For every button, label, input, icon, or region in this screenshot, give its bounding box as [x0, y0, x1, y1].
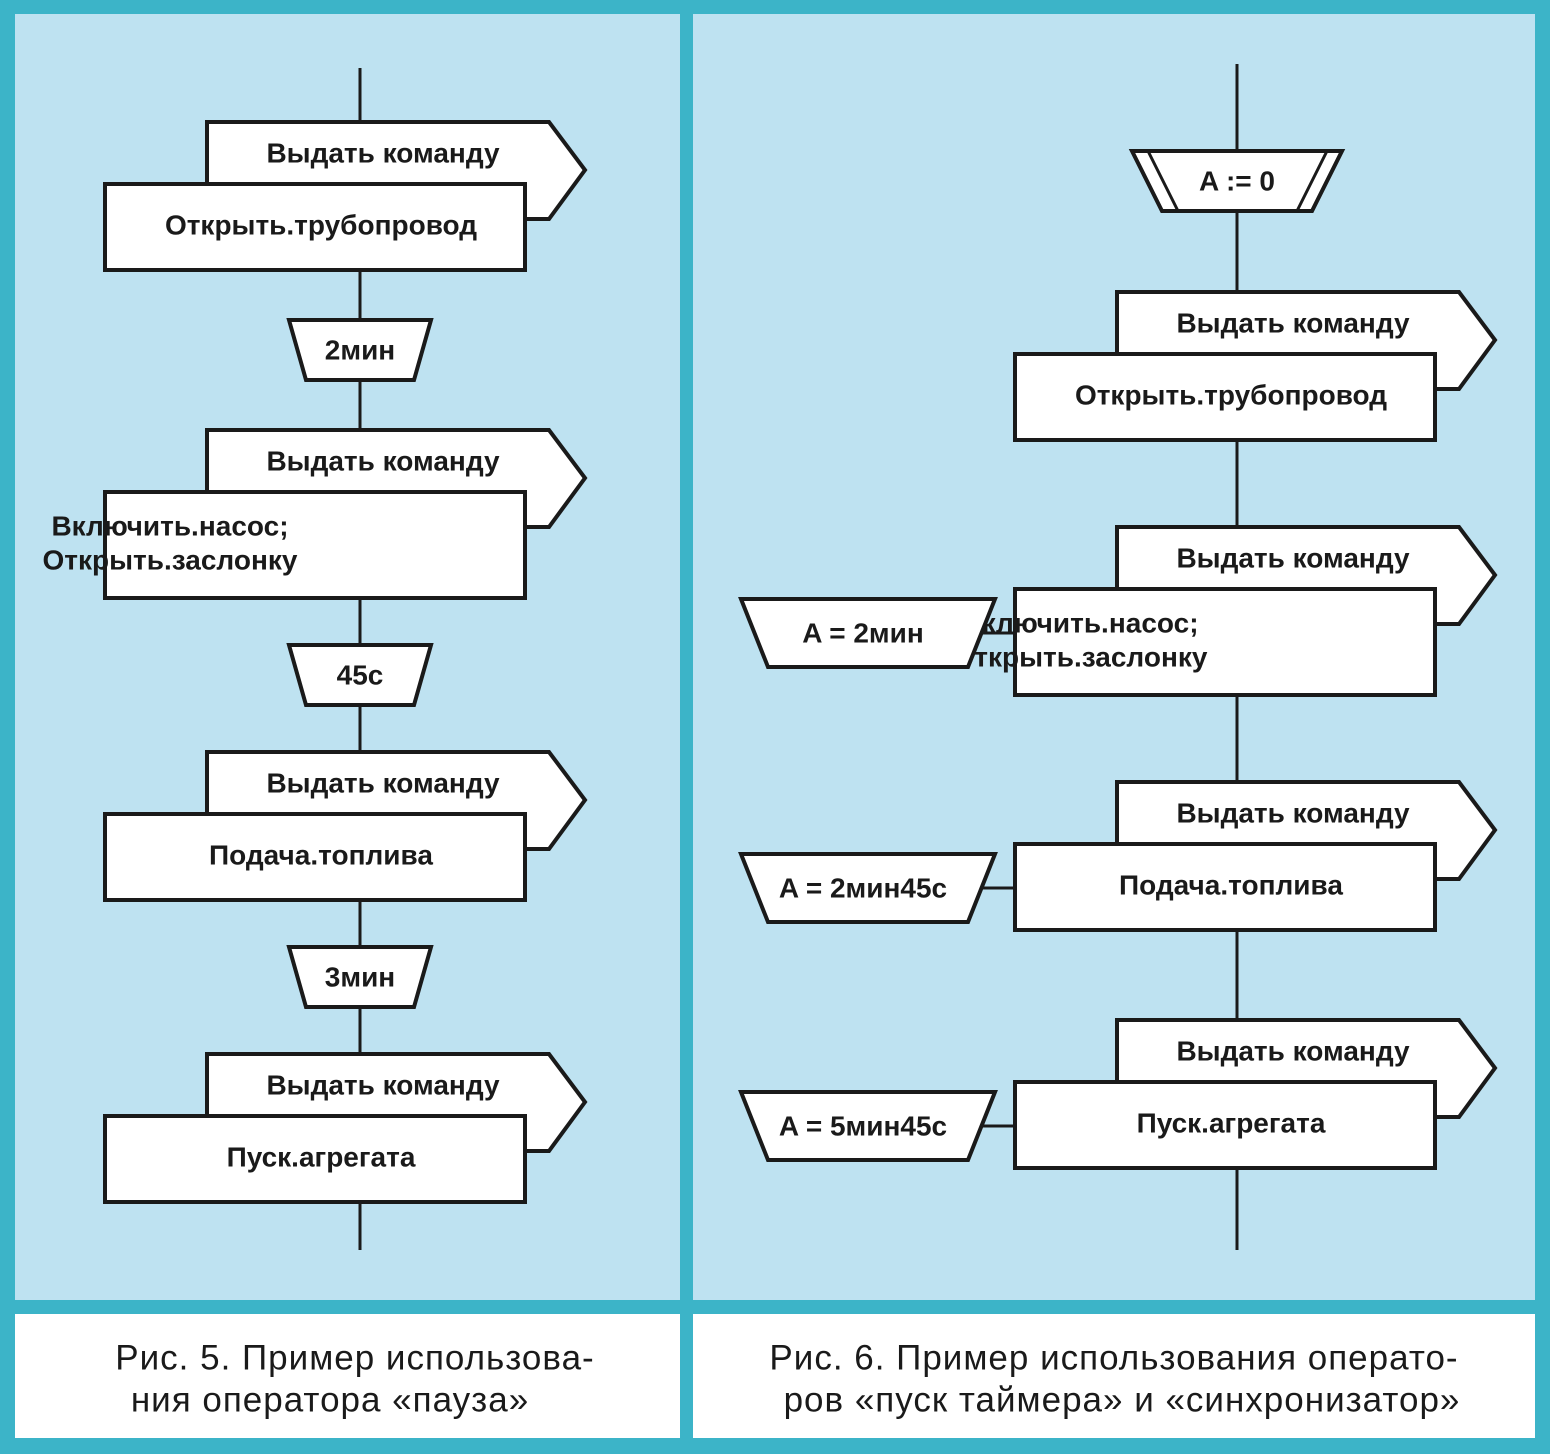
command-body-label: Пуск.агрегата [227, 1141, 416, 1172]
timer-start-inner-line-left [1146, 150, 1180, 212]
command-body-shape [1013, 587, 1437, 697]
sync-block: A = 5мин45с [738, 1090, 1015, 1162]
pause-label: 3мин [325, 961, 395, 992]
command-body-label: Подача.топлива [1119, 869, 1343, 900]
pause-shape [286, 318, 434, 382]
timer-start-shape [1128, 149, 1346, 213]
command-body-shape [103, 182, 527, 272]
sync-block: A = 2мин [738, 597, 1015, 669]
figure6-caption-line-1: Рис. 6. Пример использования операто- [769, 1338, 1458, 1377]
pause-block: 45с [286, 643, 434, 707]
command-body-label: Подача.топлива [209, 839, 433, 870]
sync-block: A = 2мин45с [738, 852, 1015, 924]
pause-label: 45с [337, 659, 384, 690]
command-body-shape [103, 490, 527, 600]
command-header-label: Выдать команду [1176, 307, 1410, 338]
sync-shape [738, 597, 998, 669]
sync-label: A = 2мин [802, 617, 924, 648]
command-body-shape [103, 1114, 527, 1204]
command-body-label: Открыть.заслонку [43, 544, 298, 575]
sync-label: A = 2мин45с [779, 872, 947, 903]
figure5-caption-line-1: Рис. 5. Пример использова- [115, 1338, 594, 1377]
command-header-label: Выдать команду [266, 137, 500, 168]
figure5-caption-line-2: ния оператора «пауза» [131, 1380, 529, 1419]
command-header-label: Выдать команду [1176, 797, 1410, 828]
command-body-label: Открыть.трубопровод [1075, 379, 1387, 410]
pause-block: 3мин [286, 945, 434, 1009]
command-body-label: Открыть.трубопровод [165, 209, 477, 240]
sync-shape [738, 1090, 998, 1162]
command-block: Выдать командуВключить.насос;Открыть.зас… [953, 525, 1498, 697]
command-body-shape [103, 812, 527, 902]
sync-shape [738, 852, 998, 924]
pause-label: 2мин [325, 334, 395, 365]
command-header-label: Выдать команду [1176, 1035, 1410, 1066]
figure6-caption-line-2: ров «пуск таймера» и «синхронизатор» [784, 1380, 1461, 1419]
command-header-label: Выдать команду [266, 767, 500, 798]
command-header-label: Выдать команду [266, 445, 500, 476]
pause-shape [286, 945, 434, 1009]
figure6-caption-box [693, 1314, 1535, 1438]
command-body-shape [1013, 352, 1437, 442]
command-header-label: Выдать команду [1176, 542, 1410, 573]
command-body-label: Открыть.заслонку [953, 641, 1208, 672]
pause-shape [286, 643, 434, 707]
sync-label: A = 5мин45с [779, 1110, 947, 1141]
timer-start-label: A := 0 [1199, 165, 1275, 196]
command-body-label: Пуск.агрегата [1137, 1107, 1326, 1138]
timer-start-block: A := 0 [1128, 149, 1346, 213]
figure5-flowchart: Выдать командуОткрыть.трубопровод2минВыд… [43, 68, 588, 1250]
timer-start-inner-line-right [1295, 150, 1329, 212]
command-body-shape [1013, 1080, 1437, 1170]
command-body-label: Включить.насос; [51, 510, 288, 541]
figure5-caption-box [15, 1314, 680, 1438]
command-block: Выдать командуВключить.насос;Открыть.зас… [43, 428, 588, 600]
pause-block: 2мин [286, 318, 434, 382]
command-header-label: Выдать команду [266, 1069, 500, 1100]
